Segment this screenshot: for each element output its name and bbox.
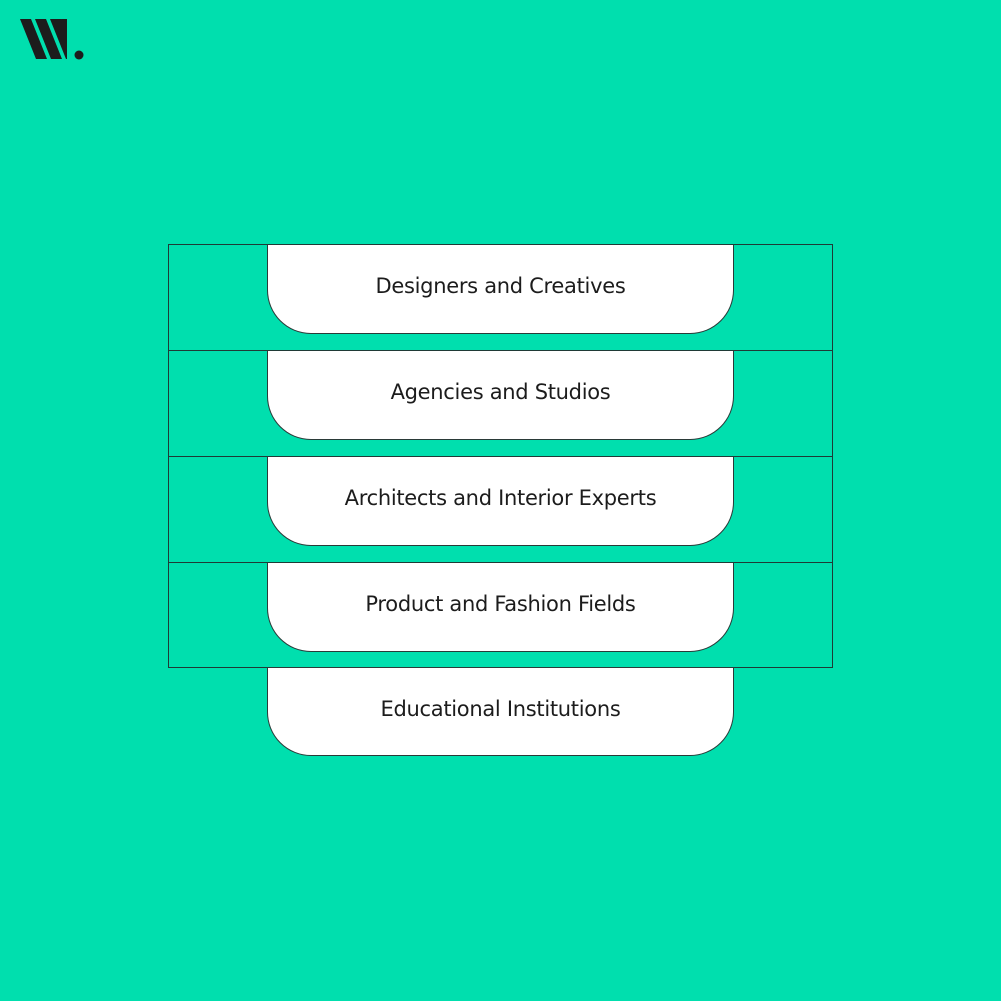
- tab-agencies-and-studios: Agencies and Studios: [267, 351, 734, 440]
- tab-label: Designers and Creatives: [375, 274, 626, 298]
- tab-educational-institutions: Educational Institutions: [267, 667, 734, 756]
- tab-product-and-fashion-fields: Product and Fashion Fields: [267, 563, 734, 652]
- tab-label: Architects and Interior Experts: [344, 486, 657, 510]
- tab-architects-and-interior-experts: Architects and Interior Experts: [267, 457, 734, 546]
- w-logo-icon: [20, 19, 84, 60]
- tab-label: Educational Institutions: [380, 696, 621, 721]
- tab-label: Agencies and Studios: [390, 380, 611, 404]
- tab-designers-and-creatives: Designers and Creatives: [267, 245, 734, 334]
- tab-label: Product and Fashion Fields: [365, 592, 636, 616]
